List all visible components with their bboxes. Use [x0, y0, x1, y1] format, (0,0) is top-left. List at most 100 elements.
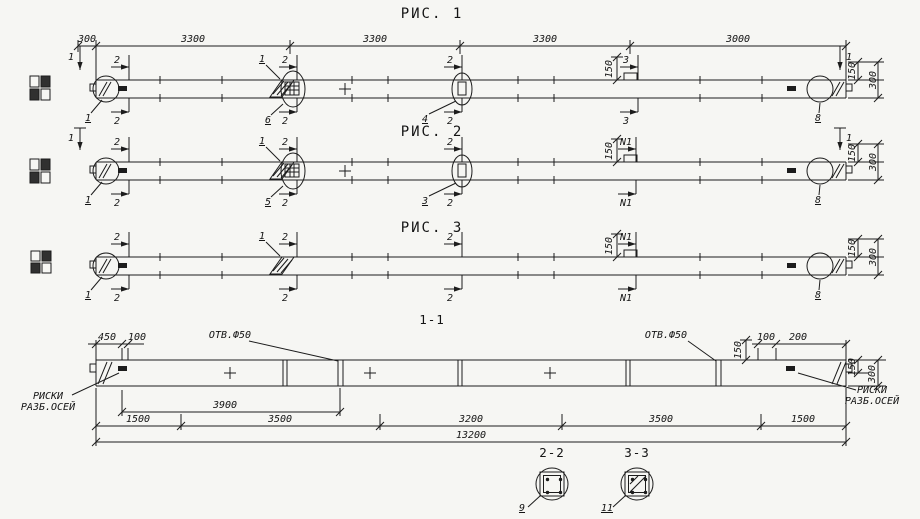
position-callout: 4: [422, 114, 428, 125]
figure-2: РИС. 2 1 1: [29, 124, 884, 209]
figure-3-notch-dimension: 150: [604, 229, 623, 262]
dim-label: 1500: [791, 414, 815, 425]
cut-label: N1: [619, 232, 632, 243]
cut-label: N1: [619, 137, 632, 148]
axis-marks-text: РИСКИ: [857, 385, 888, 396]
dim-label: 3000: [725, 34, 750, 45]
cut-label: 1: [846, 52, 852, 63]
position-callout: 6: [265, 115, 271, 126]
position-callout: 1: [259, 231, 265, 242]
position-callout: 5: [265, 197, 271, 208]
section-1-1-top-left-dimensions: 450 100: [88, 332, 146, 360]
top-notch: [623, 249, 638, 257]
dim-label: 3500: [648, 414, 673, 425]
detail-bubble: [620, 467, 654, 501]
section-1-1-bottom-dimensions: 3900 1500 3500 3200 3500 1500 13200: [91, 388, 851, 447]
section-2-2: 2-2 9: [519, 445, 569, 514]
joint-key-detail: [269, 161, 295, 180]
position-callout: 1: [85, 290, 91, 301]
dim-label: 13200: [456, 430, 486, 441]
cut-label: 3: [622, 55, 629, 66]
position-callout: 9: [519, 503, 525, 514]
figure-3-cut-marks-top: 2 2 2 N1: [111, 232, 637, 257]
section-3-3-title: 3-3: [624, 445, 650, 460]
dim-label: 150: [847, 144, 858, 162]
figure-1-cut-marks-bottom: 2 2 2 3: [111, 98, 639, 127]
cut-label: 2: [447, 137, 453, 148]
figure-1-cut-marks-top: 2 2 2 3: [111, 55, 639, 80]
dim-label: 450: [98, 332, 116, 343]
figure-1-top-dimension-line: 300 3300 3300 3300 3000: [73, 34, 851, 80]
top-notch: [623, 154, 638, 162]
cut-label: 2: [282, 198, 288, 209]
figure-3-keyplan-icon: [30, 250, 52, 274]
figure-2-right-dimensions: 150 300: [847, 139, 884, 185]
position-callout: 1: [85, 113, 91, 124]
section-1-1: 1-1 450 100 ОТВ.Ф50 ОТВ.Ф50 100 200: [21, 312, 900, 447]
cut-label: 2: [114, 116, 120, 127]
axis-marks-text: РАЗБ.ОСЕЙ: [21, 400, 76, 413]
hole-slots: [337, 360, 722, 386]
figure-2-callouts: 1 1 5 3 8: [85, 136, 821, 208]
cut-label: 2: [282, 137, 288, 148]
axis-marks-note-left: РИСКИ РАЗБ.ОСЕЙ: [21, 372, 120, 413]
joint-key-detail: [269, 79, 295, 98]
section-1-1-right-dimensions: 150 300: [847, 355, 886, 391]
position-callout: 1: [259, 136, 265, 147]
axis-marks-text: РАЗБ.ОСЕЙ: [845, 394, 900, 407]
figure-2-keyplan-icon: [29, 158, 51, 184]
position-callout: 3: [421, 196, 428, 207]
figure-2-cut-marks-bottom: 2 2 2 N1: [111, 180, 637, 209]
cut-label: 1: [68, 52, 74, 63]
section-1-1-beam: [89, 359, 853, 387]
cut-label: 2: [447, 116, 453, 127]
figure-1-keyplan-icon: [29, 75, 51, 101]
figure-3-callouts: 1 1 8: [85, 231, 821, 301]
section-2-2-title: 2-2: [539, 445, 565, 460]
figure-1-right-dimensions: 150 300: [847, 57, 884, 103]
cut-label: 2: [447, 232, 453, 243]
figure-2-cut-marks-top: 2 2 2 N1: [111, 137, 637, 162]
figure-1-section1-cut-marks: 1 1: [68, 46, 852, 70]
position-callout: 1: [85, 195, 91, 206]
joint-oval-detail: [280, 70, 306, 108]
figure-2-beam: [89, 152, 853, 190]
top-notch: [623, 72, 638, 80]
figure-1-notch-dimension: 150: [604, 52, 623, 85]
cut-label: 2: [447, 293, 453, 304]
figure-3-cut-marks-bottom: 2 2 2 N1: [111, 275, 637, 304]
dim-label: 150: [604, 60, 615, 78]
dim-label: 3300: [362, 34, 387, 45]
cut-label: 2: [114, 232, 120, 243]
dim-label: 300: [867, 365, 878, 384]
dim-label: 100: [128, 332, 146, 343]
cut-label: 2: [447, 55, 453, 66]
joint-key-detail: [269, 256, 295, 275]
figure-1-callouts: 1 1 6 4 8: [85, 54, 821, 126]
dim-label: 150: [604, 237, 615, 255]
cut-label: 2: [282, 232, 288, 243]
cut-label: 2: [282, 116, 288, 127]
detail-bubble: [535, 467, 569, 501]
figure-3-title: РИС. 3: [401, 220, 464, 236]
figure-2-title: РИС. 2: [401, 124, 464, 140]
section-3-3: 3-3 11: [601, 445, 654, 514]
cut-label: 1: [846, 133, 852, 144]
section-1-1-title: 1-1: [419, 312, 445, 327]
dim-label: 150: [604, 142, 615, 160]
axis-marks-note-right: РИСКИ РАЗБ.ОСЕЙ: [797, 372, 900, 407]
cut-label: 2: [114, 55, 120, 66]
dim-label: 3500: [267, 414, 292, 425]
cut-label: N1: [619, 198, 632, 209]
hole-label: ОТВ.Ф50: [209, 330, 251, 341]
cut-label: 2: [447, 198, 453, 209]
cut-label: 3: [622, 116, 629, 127]
dim-label: 300: [868, 248, 879, 267]
position-callout: 8: [815, 113, 821, 124]
figure-1-title: РИС. 1: [401, 6, 464, 22]
position-callout: 8: [815, 290, 821, 301]
dim-label: 3900: [212, 400, 237, 411]
dim-label: 150: [847, 358, 858, 376]
cut-label: 2: [282, 55, 288, 66]
